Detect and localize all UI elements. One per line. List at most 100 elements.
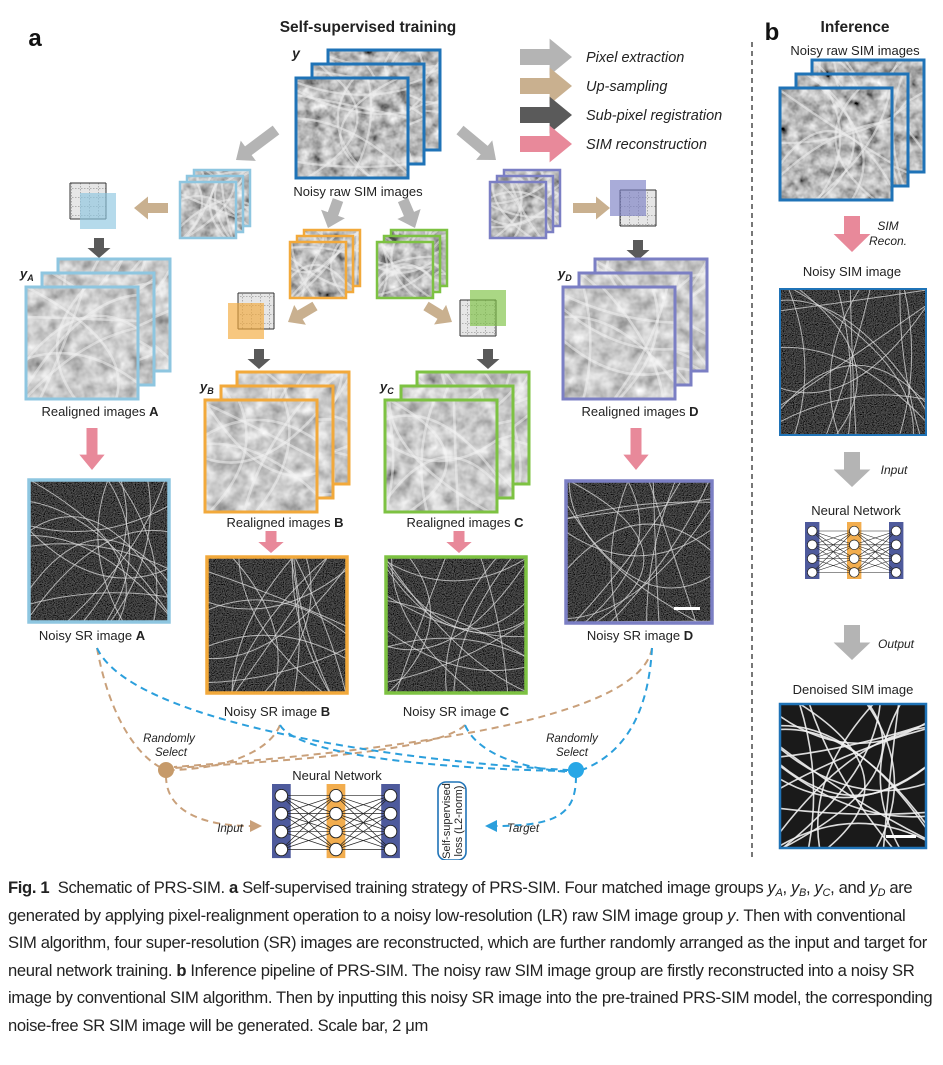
filament bbox=[377, 260, 433, 270]
filament bbox=[220, 182, 234, 238]
network-layer bbox=[381, 784, 400, 859]
filament bbox=[648, 481, 697, 623]
filament bbox=[296, 160, 408, 169]
filament bbox=[613, 287, 669, 399]
image-frame bbox=[564, 479, 714, 625]
image-frame bbox=[384, 555, 528, 695]
filament bbox=[290, 557, 300, 693]
filament bbox=[899, 289, 921, 435]
filament bbox=[207, 570, 347, 627]
filament bbox=[230, 557, 329, 693]
random-select-node-target bbox=[568, 762, 584, 778]
caption-y: y bbox=[727, 905, 736, 925]
filament bbox=[452, 400, 460, 512]
image-content bbox=[207, 557, 347, 693]
stack-layer bbox=[178, 180, 238, 240]
sr-caption-d: Noisy SR image D bbox=[587, 628, 693, 643]
caption-prefix: Noisy SR image bbox=[224, 704, 321, 719]
realigned-caption-c: Realigned images C bbox=[406, 515, 524, 530]
filament bbox=[573, 481, 682, 623]
filament bbox=[66, 480, 166, 622]
realigned-stack-d bbox=[561, 257, 709, 401]
filament bbox=[29, 543, 169, 570]
filament bbox=[180, 193, 236, 218]
network-edge bbox=[812, 530, 855, 573]
symbol-sub: C bbox=[387, 386, 394, 396]
filament bbox=[490, 182, 546, 205]
network-layer bbox=[805, 522, 820, 579]
filament bbox=[816, 88, 842, 200]
filament bbox=[97, 480, 124, 622]
image-content bbox=[490, 182, 546, 238]
filament bbox=[601, 287, 665, 399]
network-edge bbox=[281, 795, 337, 850]
output-arrow-icon bbox=[833, 625, 871, 660]
upsampling-grid-icon-b bbox=[228, 292, 275, 339]
pixel-extraction-arrow-icon bbox=[456, 125, 496, 160]
filament bbox=[263, 557, 312, 693]
network-node bbox=[891, 525, 902, 537]
filament bbox=[780, 822, 926, 847]
filament bbox=[820, 88, 865, 200]
filament bbox=[610, 481, 629, 623]
filament bbox=[566, 523, 712, 571]
legend-label: Pixel extraction bbox=[586, 50, 684, 66]
group-symbol-b: yB bbox=[199, 379, 214, 396]
image-content bbox=[180, 182, 236, 238]
filament bbox=[387, 557, 431, 693]
filament bbox=[109, 480, 151, 622]
sim-reconstruction-arrow-icon bbox=[258, 531, 284, 553]
grid-overlay bbox=[80, 193, 116, 229]
grid-border bbox=[69, 182, 107, 220]
image-frame bbox=[294, 76, 410, 180]
filament bbox=[780, 766, 926, 799]
filament bbox=[105, 480, 130, 622]
caption-ya: yA bbox=[767, 878, 783, 899]
network-edge bbox=[854, 558, 897, 573]
network-edge bbox=[281, 795, 337, 814]
filament bbox=[780, 807, 926, 816]
training-network-icon bbox=[272, 784, 400, 859]
filament bbox=[254, 400, 291, 512]
filament bbox=[336, 78, 373, 178]
caption-text-a2: are generated by applying pixel-realignm… bbox=[8, 878, 913, 925]
network-node bbox=[383, 824, 398, 839]
filament bbox=[205, 418, 317, 442]
realigned-stack-c bbox=[383, 370, 531, 514]
filament bbox=[377, 264, 433, 292]
network-node bbox=[891, 539, 902, 550]
filament bbox=[780, 765, 926, 818]
network-node bbox=[849, 525, 860, 537]
filament bbox=[814, 88, 892, 200]
caption-fig-label: Fig. 1 bbox=[8, 878, 50, 897]
panel-b-label: b bbox=[765, 19, 780, 46]
caption-text-b: Inference pipeline of PRS-SIM. The noisy… bbox=[8, 960, 933, 1035]
panel-b-title: Inference bbox=[821, 19, 890, 36]
caption-prefix: Realigned images bbox=[226, 515, 334, 530]
network-node bbox=[329, 824, 343, 839]
noisy-sr-image-c bbox=[384, 555, 528, 695]
filament bbox=[568, 481, 700, 623]
loss-box bbox=[437, 781, 467, 860]
filament bbox=[618, 287, 659, 399]
sim-reconstruction-arrow-icon bbox=[623, 428, 649, 470]
filament bbox=[205, 402, 317, 461]
caption-prefix: Noisy SR image bbox=[39, 628, 136, 643]
image-content bbox=[205, 400, 317, 512]
filament bbox=[780, 305, 926, 407]
group-symbol-d: yD bbox=[557, 266, 572, 283]
filament bbox=[652, 481, 660, 623]
denoised-sim-image bbox=[778, 702, 928, 850]
sr-caption-c: Noisy SR image C bbox=[403, 704, 510, 719]
up-sampling-arrow-icon bbox=[288, 301, 318, 325]
noisy-sr-image-b bbox=[205, 555, 349, 695]
network-edge bbox=[335, 795, 391, 814]
image-content bbox=[377, 242, 433, 298]
filament bbox=[780, 116, 892, 145]
filament bbox=[584, 481, 641, 623]
filament bbox=[26, 287, 120, 399]
caption-title: Schematic of PRS-SIM. bbox=[57, 878, 225, 897]
pixel-extraction-arrow-icon bbox=[397, 197, 421, 228]
sim-recon-label: Recon. bbox=[869, 234, 907, 248]
